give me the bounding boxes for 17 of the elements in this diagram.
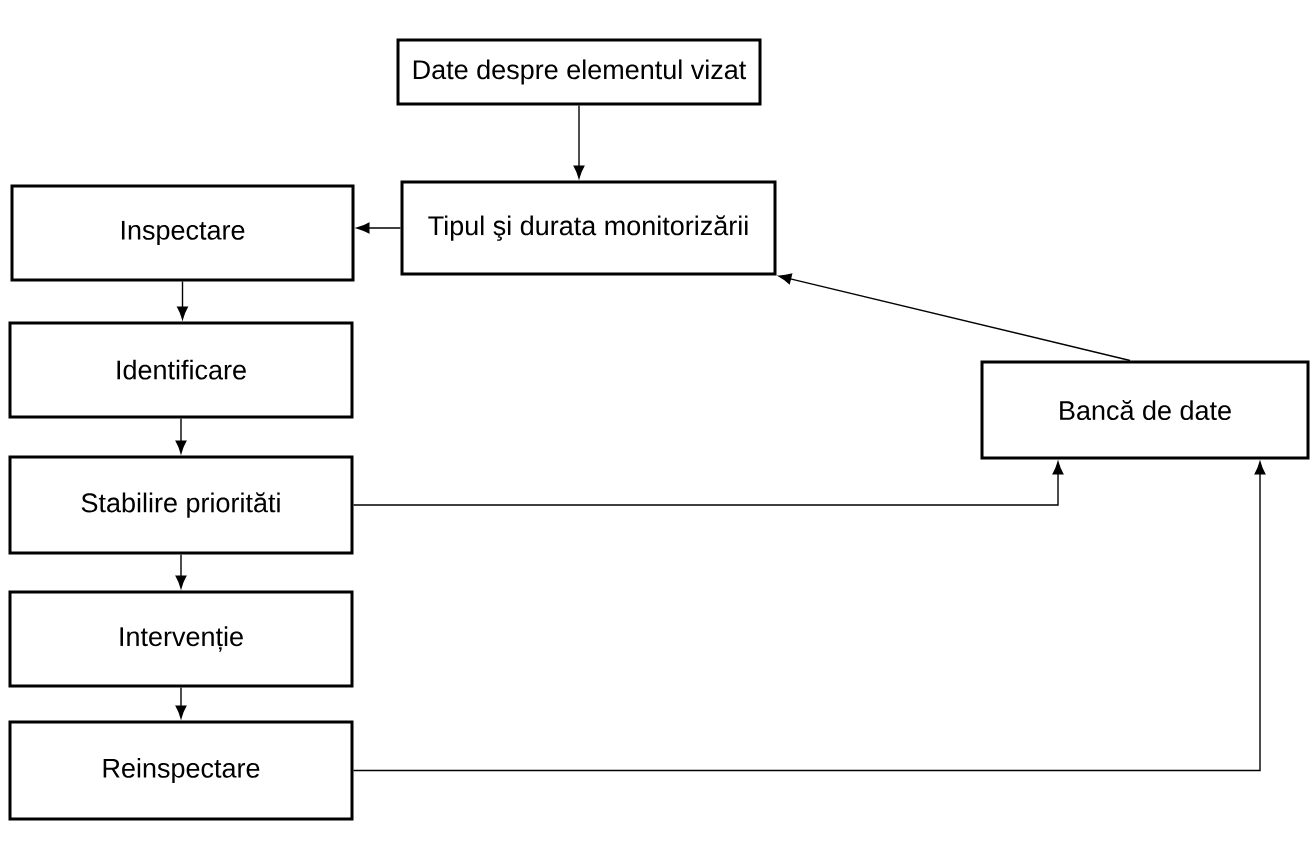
process-box: Identificare [8, 321, 354, 419]
arrow [177, 280, 188, 320]
process-box: Date despre elementul vizat [396, 38, 762, 106]
arrow [573, 104, 585, 179]
process-box: Bancă de date [980, 360, 1310, 460]
arrow [175, 553, 187, 589]
arrow [175, 417, 187, 454]
process-box: Intervenție [8, 590, 354, 688]
arrow [352, 461, 1266, 772]
process-box: Reinspectare [8, 720, 354, 821]
process-box: Inspectare [10, 184, 355, 282]
arrow [778, 273, 1131, 362]
arrow [175, 686, 187, 719]
process-box: Tipul şi durata monitorizării [400, 180, 777, 276]
process-box: Stabilire priorităti [8, 455, 354, 555]
arrow [352, 461, 1064, 506]
arrow [356, 222, 402, 234]
